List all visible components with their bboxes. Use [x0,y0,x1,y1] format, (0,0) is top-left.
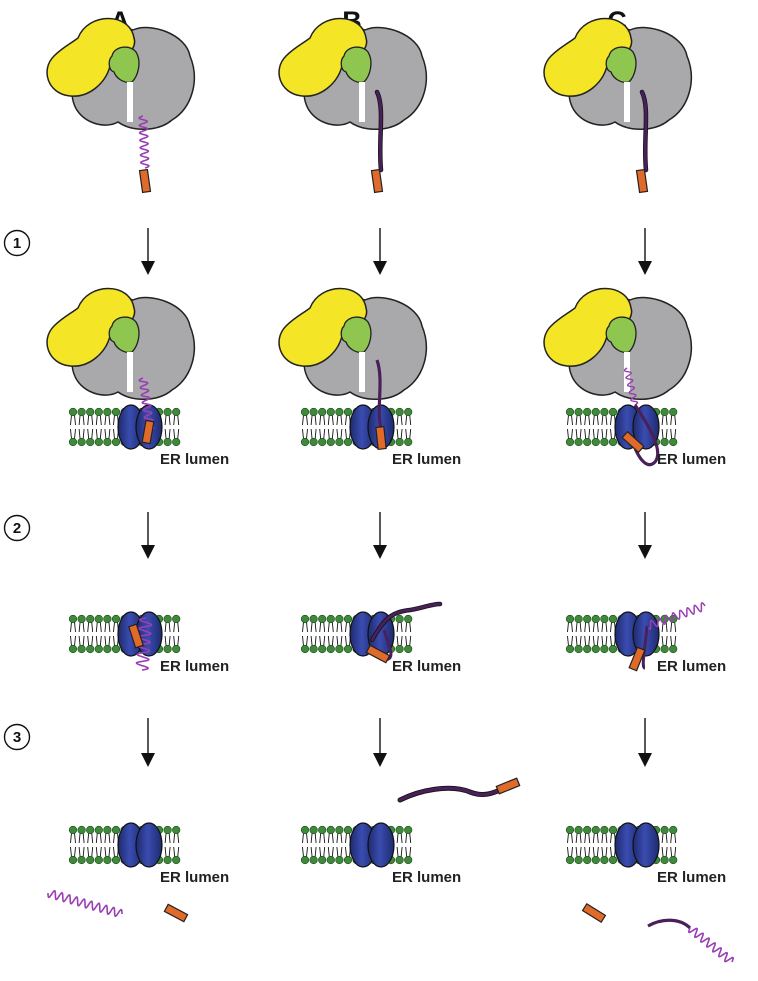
step-number: 2 [13,520,21,537]
ribosome-free-B [278,17,427,194]
er-lumen-label: ER lumen [392,451,461,468]
signal-peptide [365,644,391,664]
er-lumen-label: ER lumen [657,869,726,886]
small-subunit [46,17,136,97]
ribosome [278,287,427,400]
ribosome-free-A [46,17,195,194]
nascent-helix [623,367,639,406]
signal-peptide [141,419,155,445]
signal-peptide [375,425,387,451]
nascent-chain [633,404,660,467]
er-lumen-label: ER lumen [657,658,726,675]
signal-peptide [635,168,649,194]
small-subunit [278,287,368,367]
released-helix-A [47,889,123,918]
nascent-chain [375,90,383,172]
helix-in-lumen [646,601,706,631]
membrane-step3-C: ER lumen [565,822,726,886]
nascent-chain [641,625,649,670]
signal-peptide [628,646,646,672]
nascent-helix [138,115,150,169]
ribosome-free-C [543,17,692,194]
ribosome [543,17,692,130]
er-lumen-label: ER lumen [160,869,229,886]
sec61-translocon [117,822,163,868]
sec61-translocon [117,404,163,450]
membrane-step3-B: ER lumen [300,822,461,886]
ribosome-docked-B: ER lumen [278,287,461,468]
step-number: 1 [13,235,21,252]
er-lumen-label: ER lumen [392,869,461,886]
signal-peptide-B [495,777,521,795]
membrane-step2-A: ER lumen [68,611,229,675]
ribosome-docked-C: ER lumen [543,287,726,468]
ribosome-docked-A: ER lumen [46,287,229,468]
membrane-step2-B: ER lumen [300,601,461,675]
signal-peptide [128,623,144,649]
step-number: 3 [13,729,21,746]
helix-in-lumen [135,617,153,671]
nascent-chain [640,90,648,172]
membrane-step3-A: ER lumen [68,822,229,886]
cleaved-signal-peptide-A [163,903,189,923]
released-helix-C [688,927,734,963]
sec61-translocon [349,404,395,450]
signal-peptide [138,168,152,194]
step-marker-3: 3 [3,723,31,751]
ribosome [278,17,427,130]
er-lumen-label: ER lumen [392,658,461,675]
signal-peptide [621,430,645,454]
er-lumen-label: ER lumen [160,658,229,675]
ribosome [46,287,195,400]
small-subunit [543,17,633,97]
nascent-helix [138,377,155,431]
er-lumen-label: ER lumen [657,451,726,468]
signal-peptide [370,168,384,194]
nascent-chain [375,359,383,429]
small-subunit [278,17,368,97]
small-subunit [543,287,633,367]
step-marker-1: 1 [3,229,31,257]
ribosome [46,17,195,130]
sec61-translocon [349,822,395,868]
step-marker-2: 2 [3,514,31,542]
cleaved-signal-peptide-C [581,902,607,924]
released-chain-C [647,918,692,930]
nascent-chain [370,602,442,642]
small-subunit [46,287,136,367]
membrane-step2-C: ER lumen [565,601,726,675]
ribosome [543,287,692,400]
er-lumen-label: ER lumen [160,451,229,468]
released-chain-B [398,786,507,802]
sec61-translocon [614,822,660,868]
